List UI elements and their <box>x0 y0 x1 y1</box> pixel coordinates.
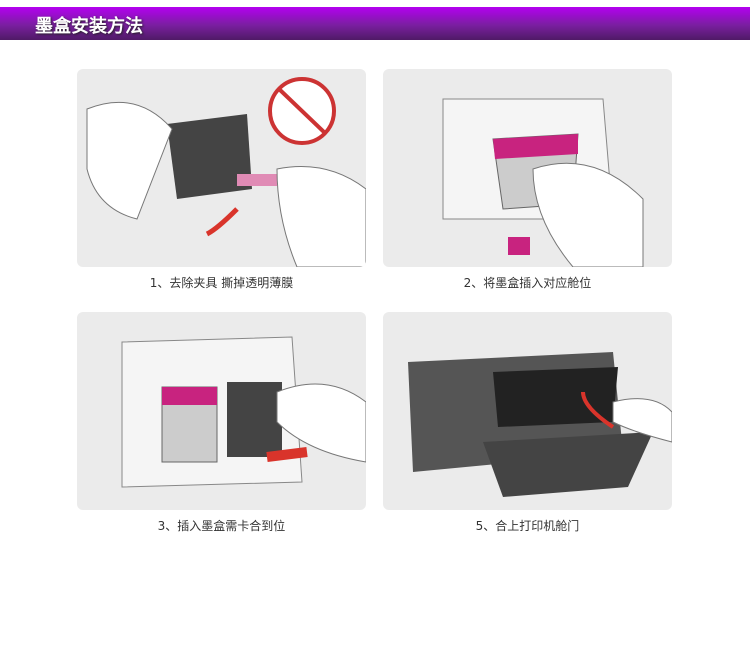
step-5-image <box>383 312 672 510</box>
section-header: 墨盒安装方法 <box>0 7 750 40</box>
step-5-caption: 5、合上打印机舱门 <box>475 519 580 533</box>
step-1-caption: 1、去除夹具 撕掉透明薄膜 <box>149 276 294 290</box>
step-2-caption: 2、将墨盒插入对应舱位 <box>463 276 592 290</box>
section-title: 墨盒安装方法 <box>35 16 143 37</box>
cartridge-shape <box>167 114 252 199</box>
step-2-image <box>383 69 672 267</box>
step-1-image <box>77 69 366 267</box>
step-3-caption: 3、插入墨盒需卡合到位 <box>157 519 286 533</box>
step-3-image <box>77 312 366 510</box>
